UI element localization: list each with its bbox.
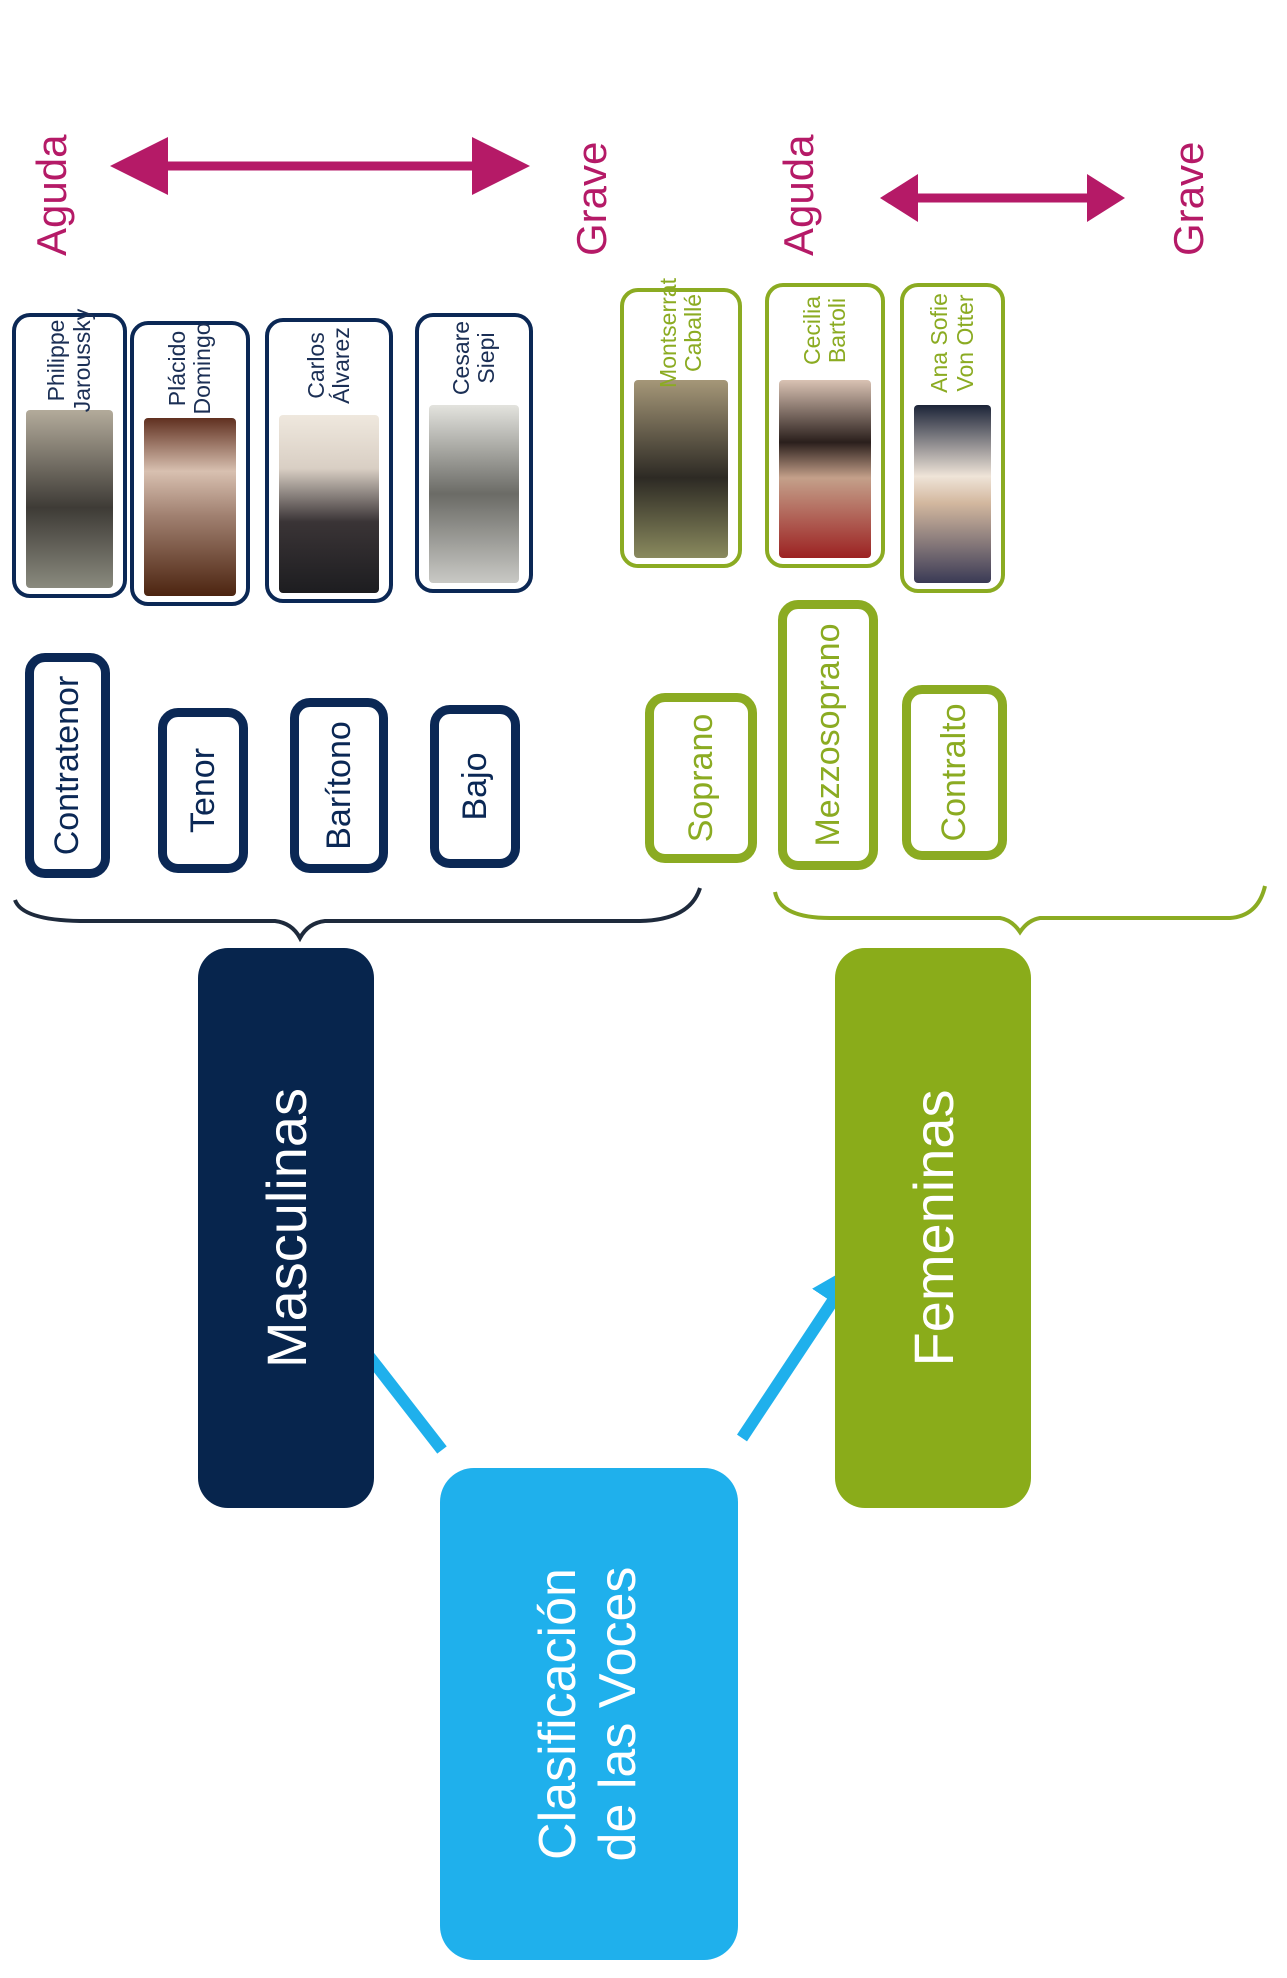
singer-card-caballe: Montserrat Caballé (620, 278, 742, 568)
singer-card-jaroussky: Philippe Jaroussky (12, 308, 127, 598)
voice-contratenor: Contratenor (25, 653, 110, 878)
singer-photo (429, 405, 519, 583)
singer-card-siepi: Cesare Siepi (415, 313, 533, 593)
singer-card-domingo: Plácido Domingo (130, 321, 250, 606)
root-node: Clasificación de las Voces (440, 1468, 738, 1960)
singer-photo (634, 380, 728, 558)
male-range-high-label: Aguda (28, 134, 75, 256)
singer-photo (144, 418, 236, 596)
singer-name: Plácido Domingo (163, 322, 215, 415)
singer-name: Philippe Jaroussky (43, 308, 95, 413)
voice-mezzosoprano: Mezzosoprano (778, 600, 878, 870)
singer-name: Cesare Siepi (447, 320, 499, 396)
singer-photo (779, 380, 871, 558)
male-range-low-label: Grave (568, 141, 615, 256)
singer-name: Cecilia Bartoli (798, 295, 850, 366)
female-range-high-label: Aguda (775, 134, 822, 256)
singer-photo (279, 415, 379, 593)
female-range-low-label: Grave (1165, 141, 1212, 256)
singer-name: Montserrat Caballé (654, 278, 706, 388)
singer-card-alvarez: Carlos Álvarez (265, 318, 393, 603)
voice-contralto: Contralto (902, 685, 1007, 860)
category-masculinas: Masculinas (198, 948, 374, 1508)
singer-name: Carlos Álvarez (302, 327, 354, 404)
voice-baritono: Barítono (290, 698, 388, 873)
voice-soprano: Soprano (645, 693, 757, 863)
voice-tenor: Tenor (158, 708, 248, 873)
female-range-arrow (880, 174, 1125, 222)
singer-photo (914, 405, 991, 583)
singer-card-von-otter: Ana Sofie Von Otter (900, 283, 1005, 593)
arrow-to-femeninas (736, 1261, 859, 1442)
category-femeninas: Femeninas (835, 948, 1031, 1508)
male-range-arrow (110, 137, 530, 195)
voice-bajo: Bajo (430, 705, 520, 868)
singer-card-bartoli: Cecilia Bartoli (765, 283, 885, 568)
female-brace (773, 885, 1267, 936)
male-brace (13, 887, 702, 943)
singer-photo (26, 410, 113, 588)
singer-name: Ana Sofie Von Otter (926, 293, 978, 393)
